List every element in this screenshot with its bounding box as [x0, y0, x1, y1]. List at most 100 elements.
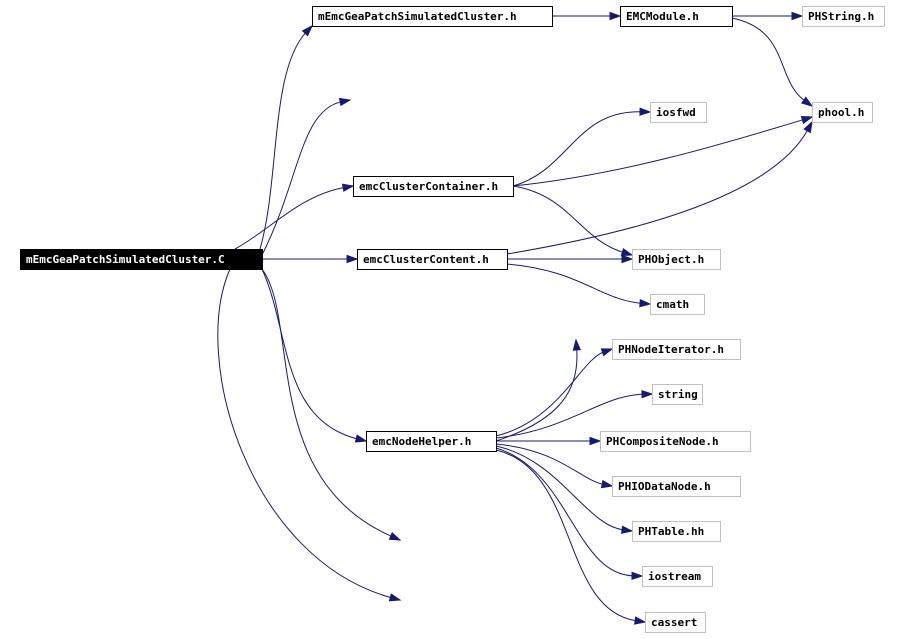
edge-arrowhead	[600, 479, 614, 489]
node-label: iosfwd	[656, 106, 696, 119]
edge-patchh-to-emcmod	[552, 11, 622, 21]
edge-line	[495, 445, 625, 531]
node-box	[612, 476, 741, 497]
node-phcomposite: PHCompositeNode.h	[600, 431, 751, 452]
node-iostream: iostream	[642, 566, 713, 587]
edge-line	[495, 449, 638, 622]
node-patchh[interactable]: mEmcGeaPatchSimulatedCluster.h	[312, 6, 553, 27]
edge-arrowhead	[791, 11, 804, 21]
edge-arrowhead	[800, 116, 814, 125]
edge-nodehelper-to-phnodeit	[495, 348, 614, 437]
node-nodehelper[interactable]: emcNodeHelper.h	[366, 431, 497, 452]
edge-line	[495, 443, 605, 486]
edge-arrowhead	[641, 389, 654, 399]
node-content[interactable]: emcClusterContent.h	[357, 249, 508, 270]
edge-root-to-container	[234, 183, 355, 250]
node-box	[812, 102, 873, 123]
edge-arrowhead	[388, 531, 402, 541]
node-cassert: cassert	[645, 612, 706, 633]
edge-root-to-phool	[261, 97, 352, 256]
edge-content-to-cmath	[506, 263, 652, 308]
edge-line	[495, 351, 605, 437]
node-emcmod[interactable]: EMCModule.h	[620, 6, 733, 27]
node-phstring: PHString.h	[802, 6, 885, 27]
node-box	[650, 294, 705, 315]
edge-arrowhead	[600, 348, 614, 357]
edge-arrowhead	[800, 96, 814, 107]
edge-nodehelper-to-phtable	[495, 445, 634, 534]
node-root: mEmcGeaPatchSimulatedCluster.C	[20, 249, 263, 270]
node-phobject: PHObject.h	[632, 249, 721, 270]
edge-line	[506, 128, 809, 255]
nodes-layer: mEmcGeaPatchSimulatedCluster.C mEmcGeaPat…	[20, 6, 885, 633]
edge-root-to-nodehelper	[261, 268, 368, 443]
edge-arrowhead	[301, 24, 314, 37]
node-label: PHIODataNode.h	[618, 480, 711, 493]
edge-arrowhead	[803, 120, 813, 134]
edge-arrowhead	[589, 436, 602, 446]
node-box	[312, 6, 553, 27]
edge-root-to-patchh	[259, 24, 314, 250]
node-label: PHCompositeNode.h	[606, 435, 719, 448]
edge-arrowhead	[388, 593, 402, 602]
node-box	[632, 521, 721, 542]
edge-arrowhead	[634, 616, 647, 625]
node-label: cassert	[651, 616, 697, 629]
node-label: PHString.h	[808, 10, 874, 23]
edge-arrowhead	[621, 525, 634, 534]
edge-line	[495, 393, 645, 439]
node-phiodata: PHIODataNode.h	[612, 476, 741, 497]
node-label: phool.h	[818, 106, 864, 119]
node-label: EMCModule.h	[626, 10, 699, 23]
edge-emcmod-to-phool	[731, 17, 814, 107]
edge-root-to-content	[262, 254, 359, 264]
edge-line	[261, 268, 393, 538]
node-phnodeit: PHNodeIterator.h	[612, 339, 741, 360]
edge-arrowhead	[639, 298, 652, 308]
edge-line	[512, 118, 805, 187]
node-label: iostream	[648, 570, 701, 583]
edges-layer	[217, 11, 814, 625]
edge-nodehelper-to-cassert	[495, 449, 647, 625]
edge-line	[495, 447, 635, 577]
node-box	[357, 249, 508, 270]
edge-line	[512, 111, 643, 187]
edge-line	[234, 186, 346, 250]
edge-line	[731, 17, 806, 102]
node-container[interactable]: emcClusterContainer.h	[353, 176, 514, 197]
node-box	[600, 431, 751, 452]
node-box	[353, 176, 514, 197]
edge-line	[506, 263, 643, 304]
node-phtable: PHTable.hh	[632, 521, 721, 542]
node-box	[650, 102, 707, 123]
node-box	[20, 249, 263, 270]
edge-root-to-iostream	[261, 268, 402, 541]
node-box	[366, 431, 497, 452]
node-label: PHNodeIterator.h	[618, 343, 724, 356]
node-label: cmath	[656, 298, 689, 311]
node-label: emcNodeHelper.h	[372, 435, 471, 448]
edge-nodehelper-to-phcomposite	[496, 436, 602, 446]
node-string: string	[652, 384, 703, 405]
node-box	[612, 339, 741, 360]
node-label: string	[658, 388, 698, 401]
edge-line	[512, 185, 625, 254]
edge-line	[261, 268, 359, 440]
node-label: emcClusterContainer.h	[359, 180, 498, 193]
edge-content-to-phool	[506, 120, 813, 255]
node-label: PHObject.h	[638, 253, 704, 266]
edge-line	[495, 347, 578, 442]
edge-line	[261, 101, 343, 256]
edge-nodehelper-to-string	[495, 389, 654, 439]
edge-arrowhead	[621, 254, 634, 264]
node-label: mEmcGeaPatchSimulatedCluster.C	[26, 253, 225, 266]
edge-nodehelper-to-phiodata	[495, 443, 614, 489]
edge-container-to-phool	[512, 116, 814, 187]
node-label: mEmcGeaPatchSimulatedCluster.h	[318, 10, 517, 23]
node-label: emcClusterContent.h	[363, 253, 489, 266]
edge-container-to-phobject	[512, 185, 634, 257]
edge-container-to-iosfwd	[512, 107, 652, 187]
node-box	[802, 6, 885, 27]
node-box	[645, 612, 706, 633]
